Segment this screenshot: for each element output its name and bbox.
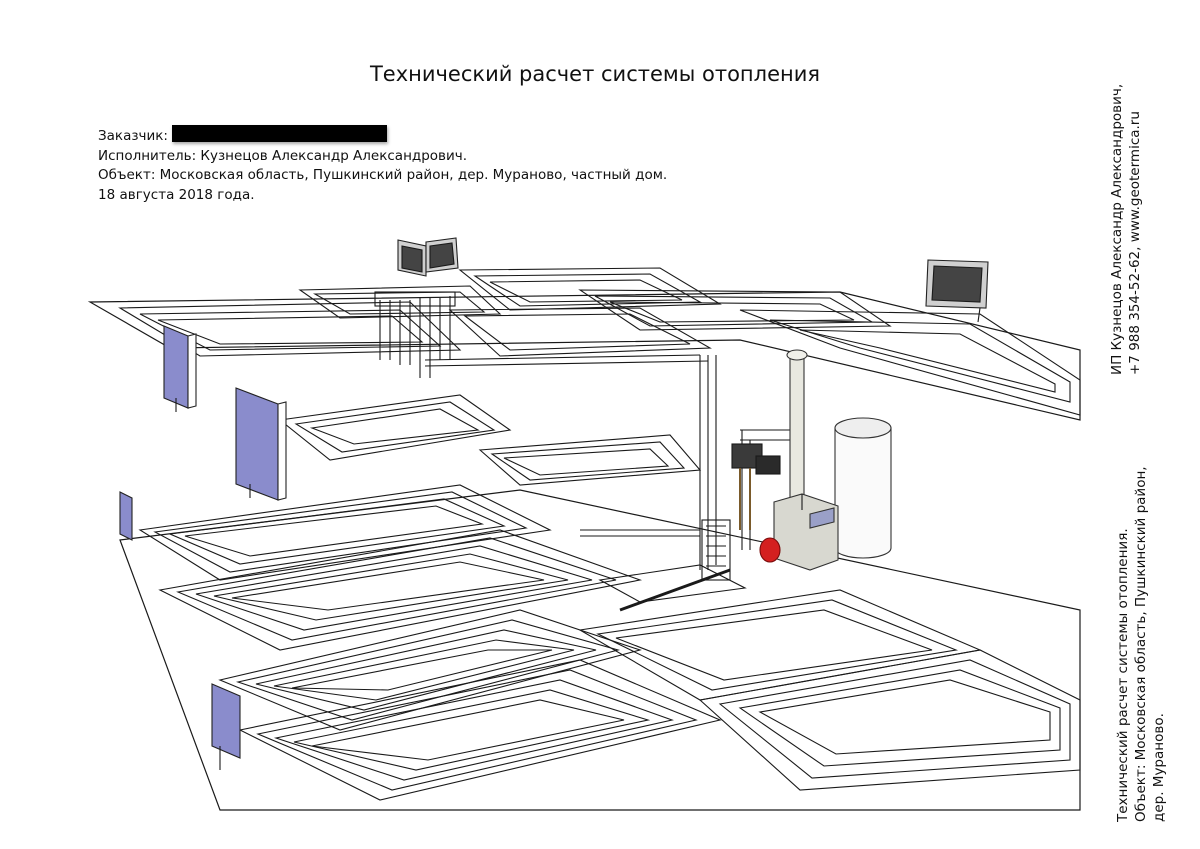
radiator-1 (163, 325, 197, 412)
contractor-sidebar: ИП Кузнецов Александр Александрович, +7 … (1108, 84, 1144, 375)
customer-label: Заказчик: (98, 128, 168, 144)
expansion-tank (759, 537, 781, 563)
object-sidebar: Технический расчет системы отопления. Об… (1114, 466, 1168, 822)
object-line: Объект: Московская область, Пушкинский р… (98, 167, 668, 183)
radiator-4 (211, 683, 241, 770)
customer-redaction (172, 125, 387, 142)
hot-water-tank (834, 417, 892, 559)
contractor-line: Исполнитель: Кузнецов Александр Александ… (98, 147, 468, 164)
boiler-room (731, 349, 892, 571)
convector-top-1 (397, 237, 459, 277)
sidebar-object-address: Объект: Московская область, Пушкинский р… (1133, 466, 1149, 822)
date-line: 18 августа 2018 года. (98, 186, 255, 203)
radiator-2 (235, 387, 287, 501)
chimney-pipe (786, 349, 808, 506)
upper-convectors (397, 237, 989, 323)
convector-top-2 (925, 259, 989, 323)
radiator-3 (119, 491, 133, 541)
sidebar-village: дер. Мураново. (1151, 713, 1167, 822)
sidebar-doc-title: Технический расчет системы отопления. (1115, 528, 1131, 822)
lower-floor-heating-loops (119, 394, 1081, 811)
document-info: Заказчик: Исполнитель: Кузнецов Александ… (98, 125, 667, 205)
sidebar-contacts: +7 988 354-52-62, www.geotermica.ru (1127, 111, 1143, 375)
heating-system-3d-drawing (87, 237, 1081, 811)
customer-row: Заказчик: (98, 125, 667, 147)
pump-group (731, 443, 781, 530)
sidebar-contractor-name: ИП Кузнецов Александр Александрович, (1109, 83, 1125, 375)
gas-boiler (773, 493, 839, 571)
page-title: Технический расчет системы отопления (369, 62, 821, 86)
radiators (119, 325, 287, 770)
